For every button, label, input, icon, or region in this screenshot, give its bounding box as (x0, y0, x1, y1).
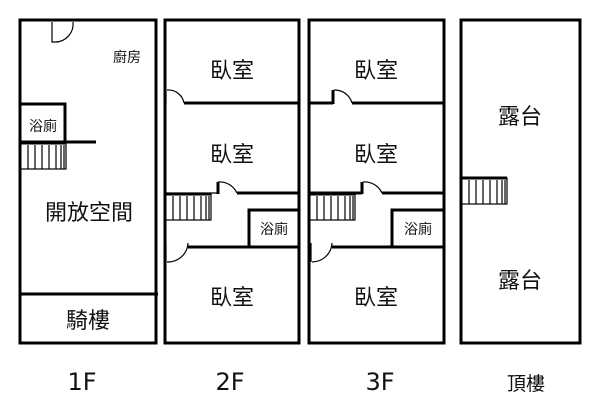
room-bedroom: 臥室 (210, 59, 254, 84)
room-bath: 浴廁 (260, 221, 288, 238)
door-icon (362, 181, 383, 194)
room-terrace: 露台 (498, 105, 542, 130)
room-bath: 浴廁 (404, 221, 432, 238)
room-bedroom: 臥室 (354, 143, 398, 168)
room-bedroom: 臥室 (210, 143, 254, 168)
floor-label-2f: 2F (215, 368, 244, 396)
room-open-space: 開放空間 (45, 201, 133, 226)
door-icon (310, 242, 333, 263)
room-kitchen: 廚房 (113, 49, 141, 66)
door-icon (51, 21, 74, 43)
room-bedroom: 臥室 (354, 59, 398, 84)
room-bedroom: 臥室 (354, 286, 398, 311)
1f-outer-wall (18, 18, 158, 345)
door-icon (165, 89, 185, 104)
floor-roof: 露台 露台 頂樓 (459, 18, 582, 395)
room-bedroom: 臥室 (210, 286, 254, 311)
room-bath: 浴廁 (29, 118, 57, 135)
floor-1f: 廚房 浴廁 開放空間 騎樓 1F (18, 18, 158, 396)
room-arcade: 騎樓 (66, 309, 110, 334)
stairs-icon (18, 141, 68, 171)
floor-label-1f: 1F (67, 368, 96, 396)
stairs-icon (307, 192, 357, 222)
floor-3f: 臥室 臥室 浴廁 臥室 3F (307, 18, 446, 396)
stairs-icon (459, 176, 509, 206)
stairs-icon (163, 192, 213, 222)
room-terrace: 露台 (498, 269, 542, 294)
floor-2f: 臥室 臥室 浴廁 臥室 2F (163, 18, 301, 396)
door-icon (333, 89, 353, 104)
door-icon (165, 242, 189, 263)
floor-label-roof: 頂樓 (507, 373, 545, 395)
floor-label-3f: 3F (365, 368, 394, 396)
